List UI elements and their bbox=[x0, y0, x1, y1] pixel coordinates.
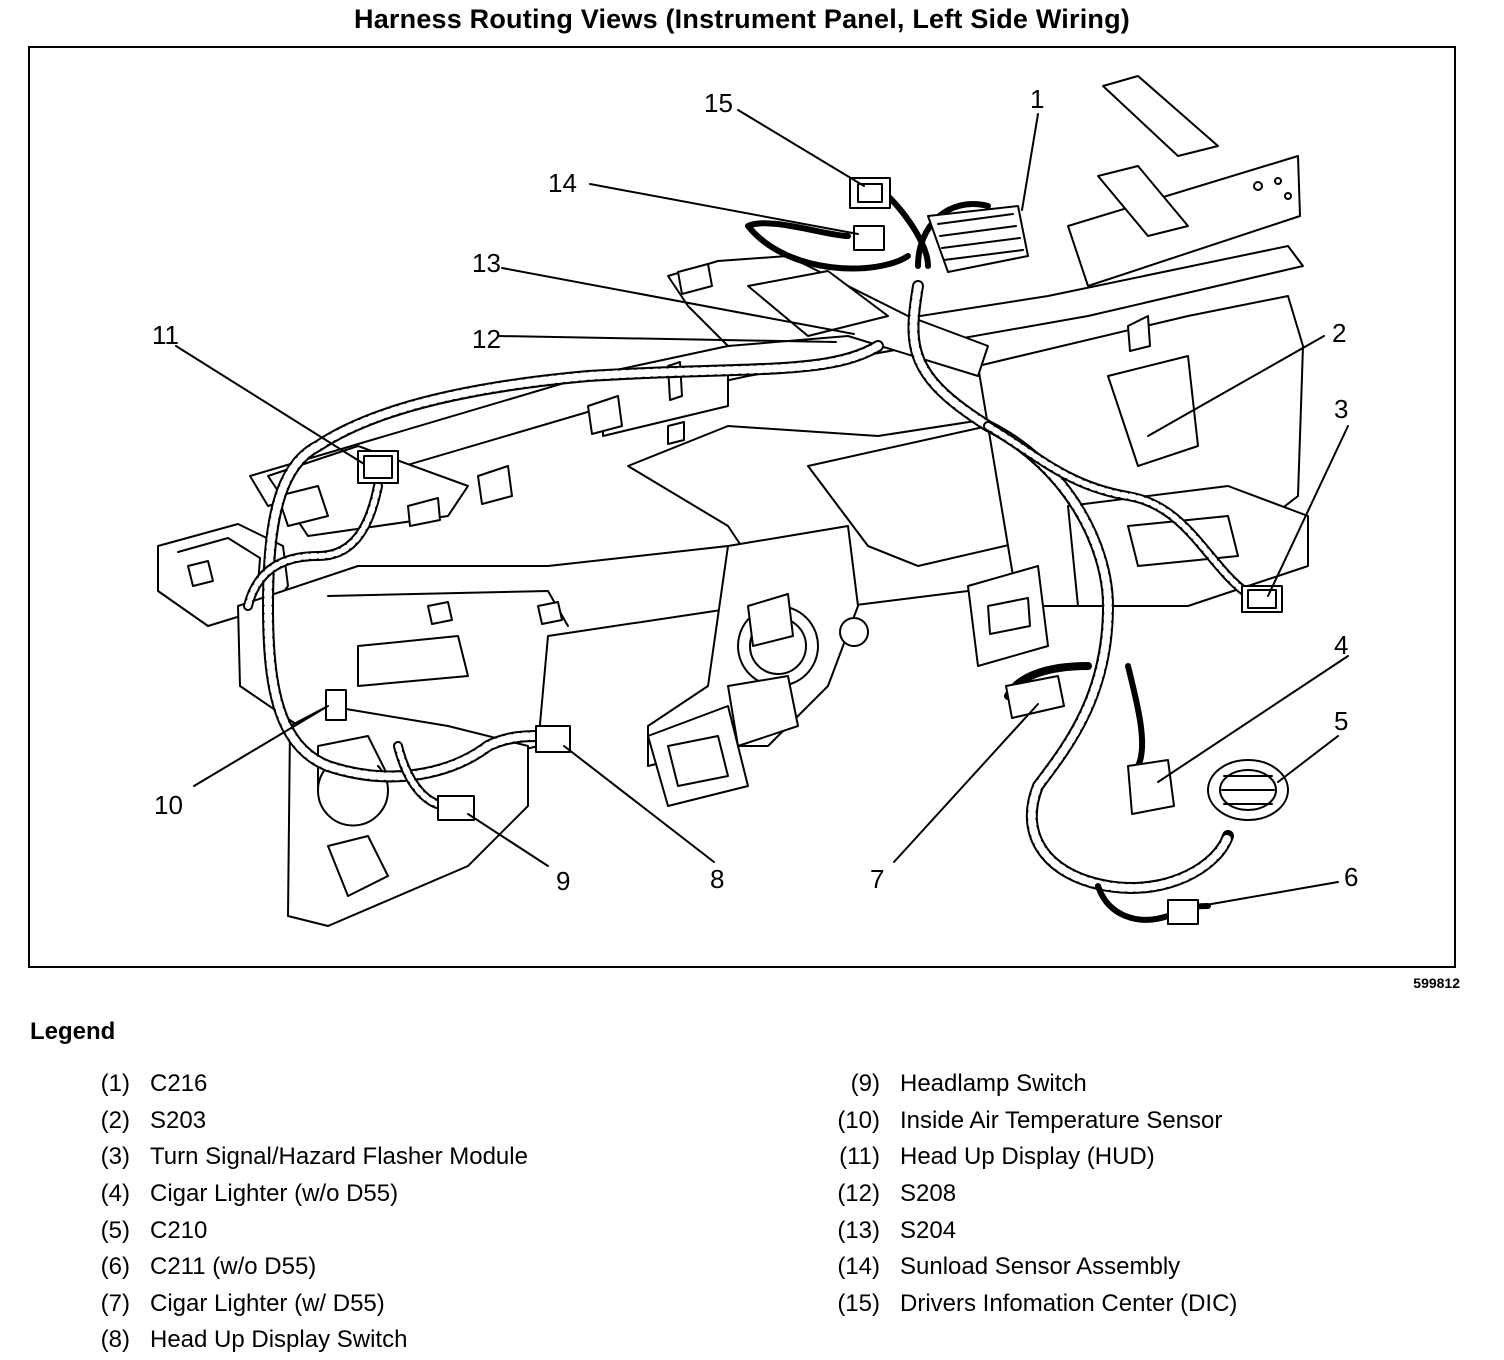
leader-10 bbox=[193, 705, 329, 787]
legend-item-number: (5) bbox=[100, 1216, 130, 1244]
legend-item-label: C211 (w/o D55) bbox=[150, 1253, 317, 1281]
legend-item-label: Inside Air Temperature Sensor bbox=[900, 1106, 1223, 1134]
legend-item-number: (2) bbox=[100, 1106, 130, 1134]
leader-3 bbox=[1267, 425, 1349, 597]
leader-6 bbox=[1199, 881, 1339, 907]
legend-item: (3) Turn Signal/Hazard Flasher Module bbox=[60, 1139, 528, 1176]
callout-15: 15 bbox=[704, 88, 733, 118]
legend-item: (11) Head Up Display (HUD) bbox=[810, 1139, 1237, 1176]
legend-item-label: Head Up Display (HUD) bbox=[900, 1143, 1155, 1171]
legend-item: (10) Inside Air Temperature Sensor bbox=[810, 1103, 1237, 1140]
callout-3: 3 bbox=[1334, 394, 1348, 424]
leader-lines bbox=[175, 109, 1349, 907]
legend-item-number: (12) bbox=[837, 1180, 880, 1208]
legend-item: (5) C210 bbox=[60, 1212, 528, 1249]
legend-item: (7) Cigar Lighter (w/ D55) bbox=[60, 1286, 528, 1323]
legend-item-number: (6) bbox=[100, 1253, 130, 1281]
legend-item-number: (1) bbox=[100, 1070, 130, 1098]
leader-9 bbox=[467, 813, 549, 867]
legend-item: (6) C211 (w/o D55) bbox=[60, 1249, 528, 1286]
legend-item: (8) Head Up Display Switch bbox=[60, 1322, 528, 1359]
legend-item-number: (8) bbox=[100, 1326, 130, 1354]
legend-item-label: Drivers Infomation Center (DIC) bbox=[900, 1289, 1238, 1317]
legend-item: (14) Sunload Sensor Assembly bbox=[810, 1249, 1237, 1286]
legend-item-label: S203 bbox=[150, 1106, 207, 1134]
legend-item-label: Headlamp Switch bbox=[900, 1070, 1087, 1098]
callout-1: 1 bbox=[1030, 84, 1044, 114]
callout-8: 8 bbox=[710, 864, 724, 894]
legend-item-number: (3) bbox=[100, 1143, 130, 1171]
legend-item-label: C216 bbox=[150, 1070, 208, 1098]
callout-5: 5 bbox=[1334, 706, 1348, 736]
diagram-frame bbox=[28, 46, 1456, 968]
callout-14: 14 bbox=[548, 168, 577, 198]
legend-item: (4) Cigar Lighter (w/o D55) bbox=[60, 1176, 528, 1213]
legend-item-number: (14) bbox=[837, 1253, 880, 1281]
leader-4 bbox=[1157, 655, 1349, 783]
legend-item-label: S208 bbox=[900, 1180, 957, 1208]
legend-item-number: (15) bbox=[837, 1289, 880, 1317]
callout-4: 4 bbox=[1334, 630, 1348, 660]
legend-item-label: Turn Signal/Hazard Flasher Module bbox=[150, 1143, 528, 1171]
legend-item: (13) S204 bbox=[810, 1212, 1237, 1249]
callout-labels: 1 2 3 4 5 6 7 8 9 10 11 12 13 14 15 bbox=[152, 84, 1358, 896]
legend-item: (15) Drivers Infomation Center (DIC) bbox=[810, 1286, 1237, 1323]
callout-9: 9 bbox=[556, 866, 570, 896]
leader-13 bbox=[501, 267, 855, 335]
leader-7 bbox=[893, 703, 1039, 863]
legend-item: (9) Headlamp Switch bbox=[810, 1066, 1237, 1103]
leader-14 bbox=[589, 183, 859, 235]
leader-2 bbox=[1147, 335, 1325, 437]
callout-2: 2 bbox=[1332, 318, 1346, 348]
callout-12: 12 bbox=[472, 324, 501, 354]
callout-6: 6 bbox=[1344, 862, 1358, 892]
callout-11: 11 bbox=[152, 320, 179, 350]
callout-10: 10 bbox=[154, 790, 183, 820]
leader-1 bbox=[1021, 113, 1039, 211]
legend-item-label: Cigar Lighter (w/o D55) bbox=[150, 1180, 399, 1208]
callout-7: 7 bbox=[870, 864, 884, 894]
legend-column-left: (1) C216 (2) S203 (3) Turn Signal/Hazard… bbox=[60, 1066, 528, 1359]
instrument-panel-body bbox=[157, 75, 1309, 927]
legend-item-label: S204 bbox=[900, 1216, 957, 1244]
leader-5 bbox=[1277, 735, 1339, 783]
legend-item-number: (7) bbox=[100, 1289, 130, 1317]
legend-item-label: Head Up Display Switch bbox=[150, 1326, 408, 1354]
callout-13: 13 bbox=[472, 248, 501, 278]
legend-item-label: Sunload Sensor Assembly bbox=[900, 1253, 1181, 1281]
leader-8 bbox=[563, 745, 715, 863]
connectors bbox=[325, 177, 1289, 925]
leader-12 bbox=[497, 335, 837, 343]
legend-item-number: (11) bbox=[839, 1143, 880, 1171]
legend-item-number: (13) bbox=[837, 1216, 880, 1244]
legend-item: (12) S208 bbox=[810, 1176, 1237, 1213]
legend-item-label: C210 bbox=[150, 1216, 208, 1244]
legend-title: Legend bbox=[30, 1018, 116, 1045]
legend-item-number: (9) bbox=[850, 1070, 880, 1098]
leader-15 bbox=[737, 109, 865, 187]
diagram-title: Harness Routing Views (Instrument Panel,… bbox=[354, 4, 1130, 34]
figure-id: 599812 bbox=[1413, 975, 1460, 991]
legend-item-number: (4) bbox=[100, 1180, 130, 1208]
legend-item: (2) S203 bbox=[60, 1103, 528, 1140]
legend-item-number: (10) bbox=[837, 1106, 880, 1134]
leader-11 bbox=[175, 345, 365, 465]
harness-illustration: 1 2 3 4 5 6 7 8 9 10 11 12 13 14 15 bbox=[152, 75, 1358, 927]
legend-item: (1) C216 bbox=[60, 1066, 528, 1103]
legend-column-right: (9) Headlamp Switch (10) Inside Air Temp… bbox=[810, 1066, 1237, 1322]
legend-item-label: Cigar Lighter (w/ D55) bbox=[150, 1289, 385, 1317]
